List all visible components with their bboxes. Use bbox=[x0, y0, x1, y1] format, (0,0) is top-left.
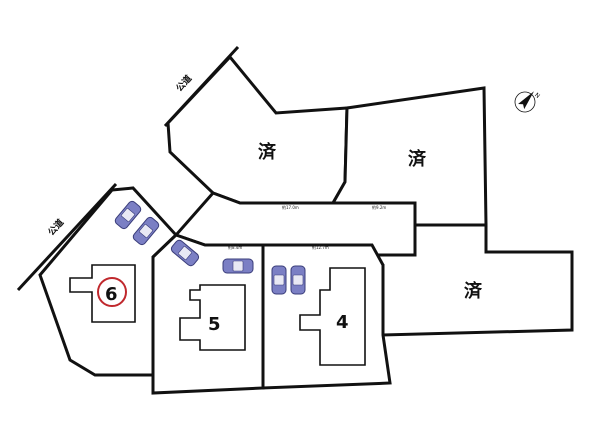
lot-number: 4 bbox=[336, 312, 349, 333]
car-icon bbox=[290, 265, 306, 295]
lot-number: 6 bbox=[105, 284, 118, 305]
highlight-circle bbox=[97, 277, 127, 307]
lot-label: 済 bbox=[464, 280, 483, 302]
road-label: 公道 bbox=[173, 73, 194, 94]
lot-number: 5 bbox=[208, 314, 221, 335]
road-edge-left bbox=[16, 182, 118, 292]
dimension-label: 約8.4m bbox=[228, 244, 242, 250]
car-icon bbox=[271, 265, 287, 295]
car-icon bbox=[222, 258, 254, 274]
car-icon bbox=[132, 216, 160, 246]
lot-label: 済 bbox=[408, 148, 427, 170]
dimension-label: 約12.7m bbox=[312, 244, 329, 250]
dimension-label: 約9.2m bbox=[372, 204, 386, 210]
house-5 bbox=[179, 284, 246, 351]
dimension-label: 約17.0m bbox=[282, 204, 299, 210]
lot-label: 済 bbox=[258, 141, 277, 163]
car-icon bbox=[114, 200, 142, 230]
compass-label: N bbox=[533, 92, 541, 100]
house-4 bbox=[299, 267, 366, 366]
north-arrow-icon: N bbox=[514, 91, 541, 113]
lot-sold-top-left[interactable] bbox=[166, 54, 349, 205]
road-label: 公道 bbox=[45, 217, 66, 238]
car-icon bbox=[170, 239, 200, 267]
